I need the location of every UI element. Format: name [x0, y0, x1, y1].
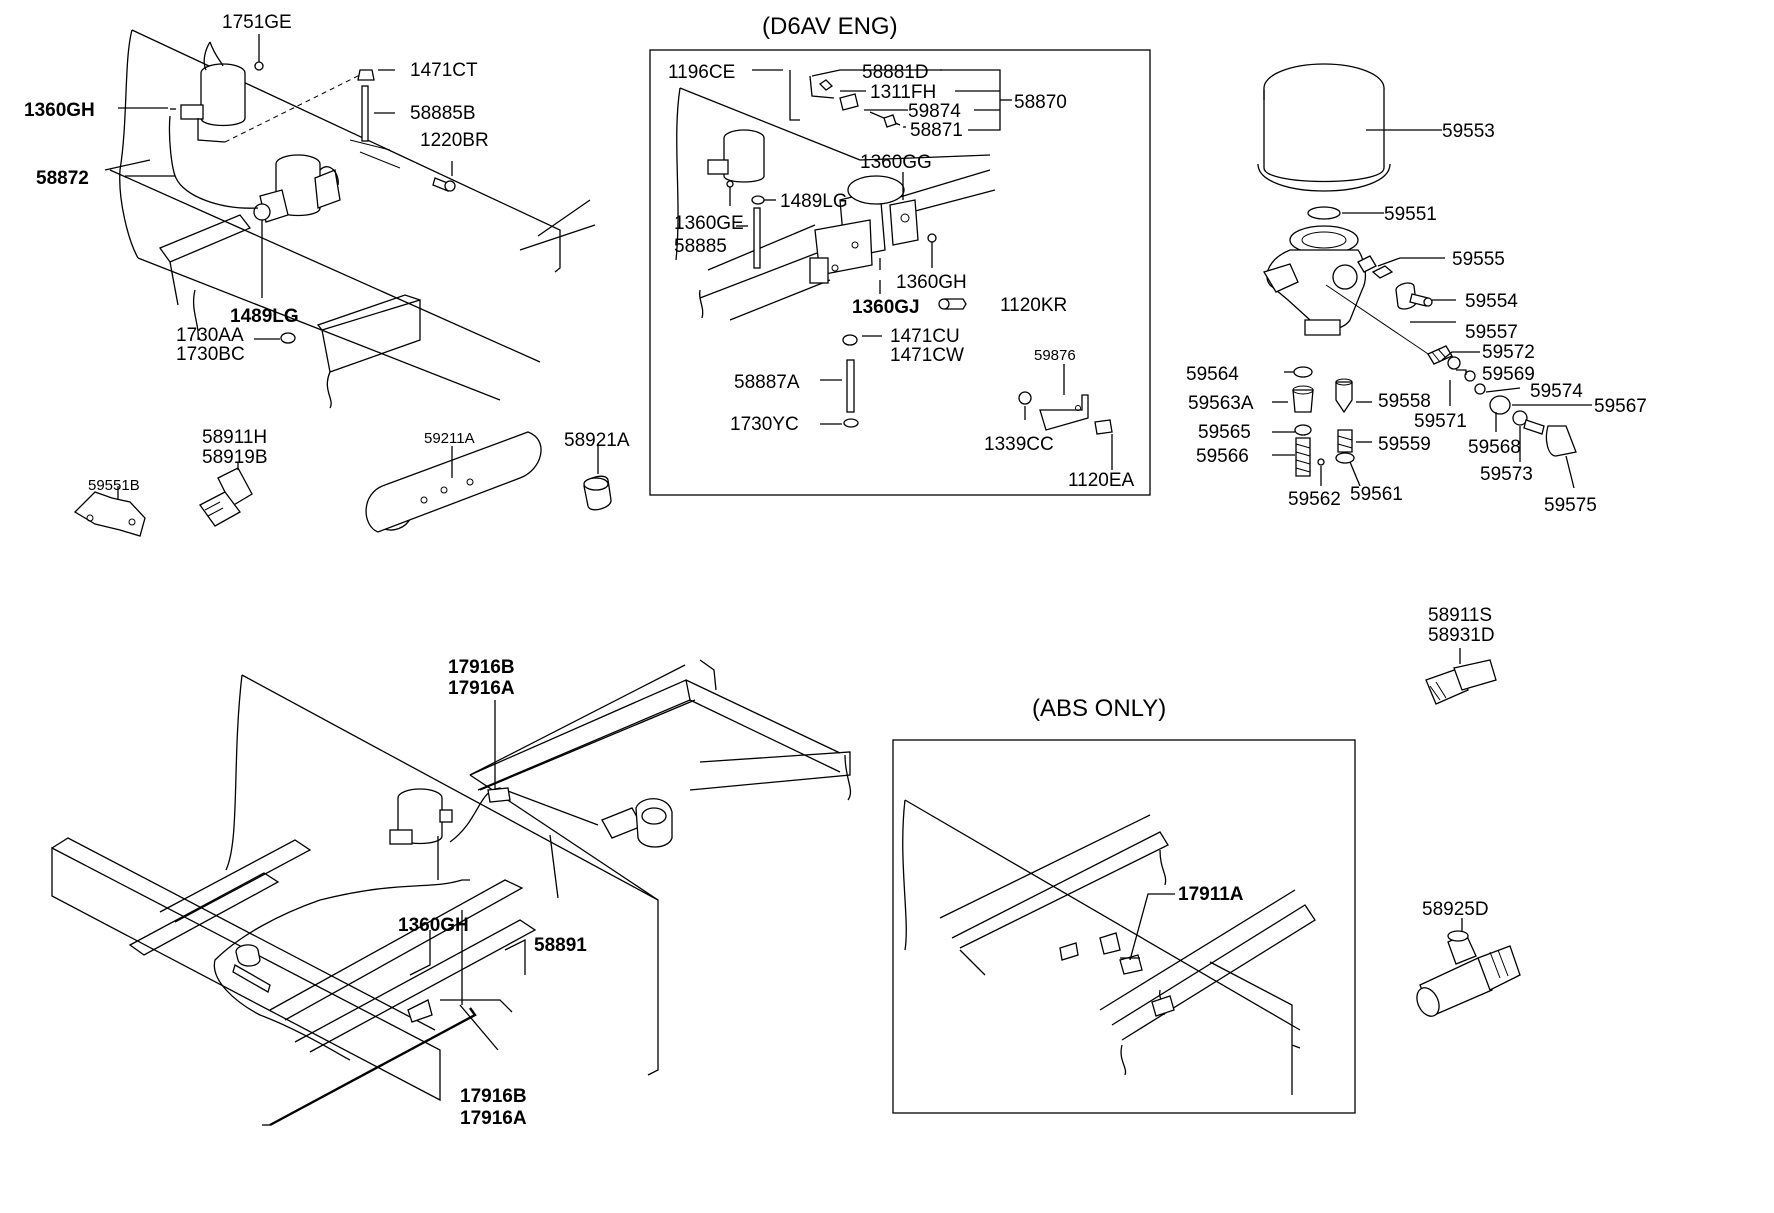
label-59553: 59553	[1442, 121, 1495, 142]
label-1120EA: 1120EA	[1068, 470, 1135, 491]
label-17916B-top: 17916B	[448, 657, 515, 678]
label-1339CC: 1339CC	[984, 434, 1054, 455]
bottom-frame-leaders	[437, 700, 559, 1051]
label-58885: 58885	[674, 236, 727, 257]
abs-only-box	[892, 739, 1356, 1114]
header-abs-only: (ABS ONLY)	[1032, 695, 1166, 722]
label-59555: 59555	[1452, 249, 1505, 270]
label-58885B: 58885B	[410, 103, 476, 124]
air-dryer-leaders	[1272, 129, 1592, 489]
label-1120KR: 1120KR	[1000, 295, 1067, 316]
label-59575: 59575	[1544, 495, 1597, 516]
label-59211A: 59211A	[424, 430, 475, 447]
label-58919B: 58919B	[202, 447, 268, 468]
label-1360GE: 1360GE	[674, 213, 744, 234]
label-59559: 59559	[1378, 434, 1431, 455]
label-59572: 59572	[1482, 342, 1535, 363]
label-17916B-bottom: 17916B	[460, 1086, 527, 1107]
label-59551: 59551	[1384, 204, 1437, 225]
label-1471CT: 1471CT	[410, 60, 478, 81]
label-58931D: 58931D	[1428, 625, 1495, 646]
header-d6av-eng: (D6AV ENG)	[762, 13, 898, 40]
label-59554: 59554	[1465, 291, 1518, 312]
label-1471CW: 1471CW	[890, 345, 964, 366]
label-59563A: 59563A	[1188, 393, 1254, 414]
label-17916A-top: 17916A	[448, 678, 515, 699]
label-58891: 58891	[534, 935, 587, 956]
label-58872: 58872	[36, 168, 89, 189]
label-59564: 59564	[1186, 364, 1239, 385]
d6av-leaders	[736, 69, 1113, 470]
label-59567: 59567	[1594, 396, 1647, 417]
label-59562: 59562	[1288, 489, 1341, 510]
label-59551B: 59551B	[88, 477, 140, 494]
air-dryer-exploded	[1257, 63, 1577, 477]
label-59876: 59876	[1034, 347, 1076, 364]
label-59565: 59565	[1198, 422, 1251, 443]
label-59573: 59573	[1480, 464, 1533, 485]
label-59557: 59557	[1465, 322, 1518, 343]
label-58887A: 58887A	[734, 372, 800, 393]
label-17916A-bottom: 17916A	[460, 1108, 527, 1129]
label-1360GG: 1360GG	[860, 152, 932, 173]
label-58921A: 58921A	[564, 430, 630, 451]
label-58881D: 58881D	[862, 62, 929, 83]
top-left-assembly	[104, 29, 596, 409]
label-1360GH-box: 1360GH	[896, 272, 967, 293]
label-59568: 59568	[1468, 437, 1521, 458]
loose-parts-row	[73, 431, 612, 537]
label-1196CE: 1196CE	[668, 62, 735, 83]
label-1360GH-top: 1360GH	[24, 100, 95, 121]
label-59566: 59566	[1196, 446, 1249, 467]
label-59569: 59569	[1482, 364, 1535, 385]
label-58870: 58870	[1014, 92, 1067, 113]
label-1311FH: 1311FH	[870, 82, 936, 103]
label-1360GH-bottom: 1360GH	[398, 915, 469, 936]
bottom-frame-assembly	[51, 659, 852, 1127]
label-59561: 59561	[1350, 484, 1403, 505]
label-58871: 58871	[910, 120, 963, 141]
label-58925D: 58925D	[1422, 899, 1489, 920]
label-1730AA: 1730AA	[176, 325, 244, 346]
label-1730YC: 1730YC	[730, 414, 799, 435]
label-1360GJ: 1360GJ	[852, 297, 920, 318]
label-1489LG-box: 1489LG	[780, 191, 848, 212]
label-59558: 59558	[1378, 391, 1431, 412]
right-fittings	[1416, 648, 1521, 1017]
label-59874: 59874	[908, 101, 961, 122]
label-1220BR: 1220BR	[420, 130, 489, 151]
label-59571: 59571	[1414, 411, 1467, 432]
label-1471CU: 1471CU	[890, 326, 960, 347]
label-17911A: 17911A	[1178, 884, 1244, 905]
label-59574: 59574	[1530, 381, 1583, 402]
label-1489LG-top: 1489LG	[230, 306, 299, 327]
label-1730BC: 1730BC	[176, 344, 245, 365]
label-1751GE: 1751GE	[222, 12, 292, 33]
top-left-leaders	[118, 34, 453, 340]
label-58911S: 58911S	[1428, 605, 1492, 626]
abs-leaders	[1129, 893, 1175, 961]
label-58911H: 58911H	[202, 427, 267, 448]
d6av-eng-box	[649, 49, 1151, 496]
